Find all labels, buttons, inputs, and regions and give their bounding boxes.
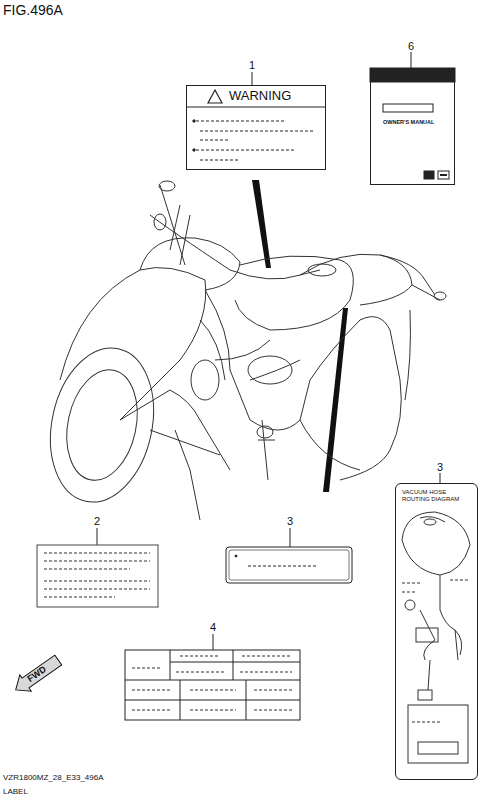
owners-manual: OWNER'S MANUAL [370,68,455,185]
figure-caption: LABEL [3,788,28,796]
callout-number: 3 [437,462,443,473]
arrow-outline [10,652,64,698]
label-text: VACUUM HOSE ROUTING DIAGRAM [402,489,474,502]
callout-number: 3 [287,516,293,527]
callout-number: 2 [94,516,100,527]
label-text: WARNING [229,89,291,103]
callout-number: 1 [249,60,255,71]
callout-number: 6 [408,41,414,52]
fwd-arrow: FWD [9,651,66,700]
vacuum-hose-label: VACUUM HOSE ROUTING DIAGRAM [395,483,478,780]
figure-title: FIG.496A [3,3,63,17]
figure-code: VZR1800MZ_28_E33_496A [3,774,104,782]
label-text: OWNER'S MANUAL [383,119,434,125]
callout-number: 4 [210,622,216,633]
warning-label: WARNING [186,85,326,170]
